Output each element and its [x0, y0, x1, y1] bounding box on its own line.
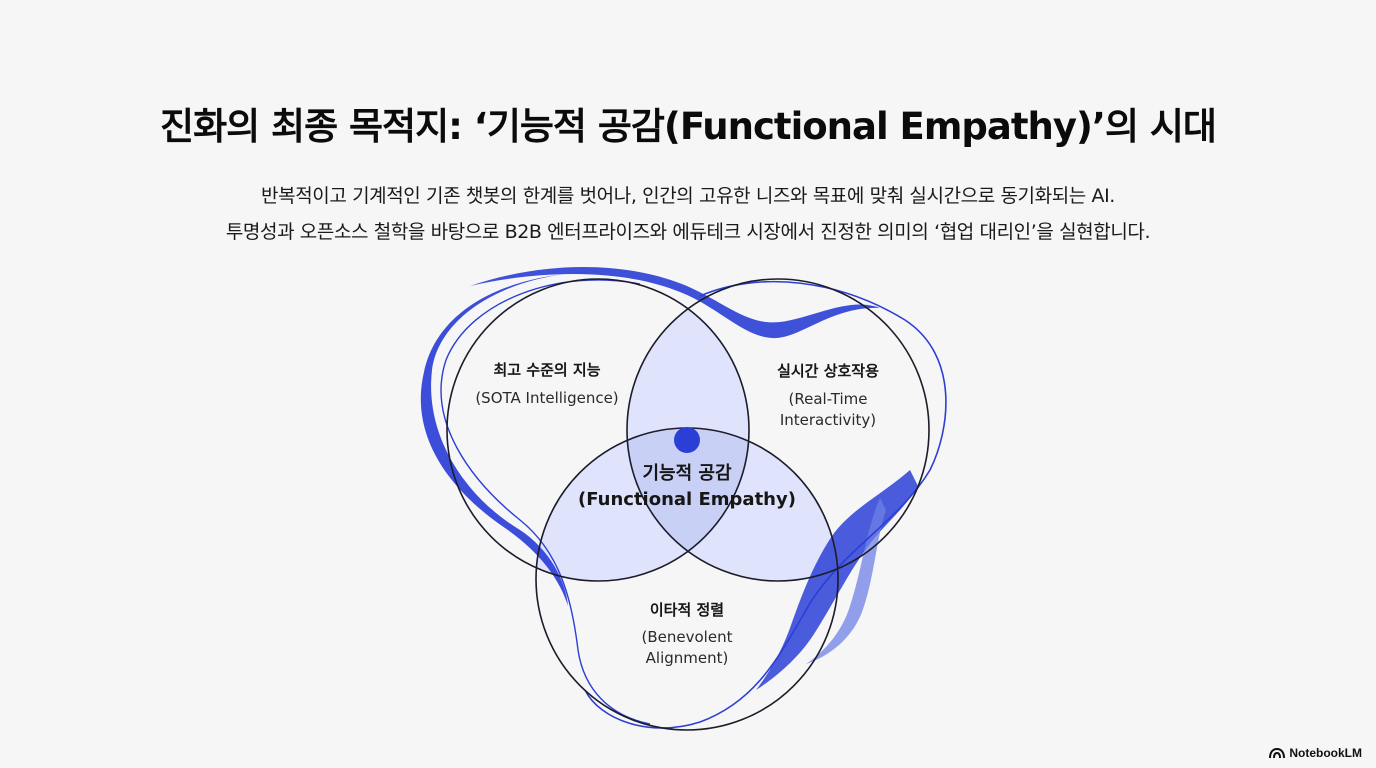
label-left-subtitle: (SOTA Intelligence) [475, 389, 618, 407]
ribbon-outline-left [440, 279, 651, 725]
label-right-title: 실시간 상호작용 [777, 362, 879, 380]
label-left-title: 최고 수준의 지능 [493, 361, 600, 379]
label-center-subtitle: (Functional Empathy) [578, 489, 796, 510]
label-right-subtitle-1: (Real-Time [789, 390, 868, 408]
label-center-title: 기능적 공감 [642, 463, 732, 484]
label-bottom-subtitle-2: Alignment) [646, 649, 729, 667]
circle-sota-intelligence [446, 278, 750, 582]
circle-real-time-interactivity [626, 278, 930, 582]
ribbon-outline-right [584, 280, 947, 729]
brand-label: NotebookLM [1289, 746, 1362, 760]
notebooklm-icon [1269, 747, 1286, 759]
subtitle-line-2: 투명성과 오픈소스 철학을 바탕으로 B2B 엔터프라이즈와 에듀테크 시장에서… [225, 221, 1151, 243]
label-bottom-subtitle-1: (Benevolent [642, 628, 733, 646]
subtitle-line-1: 반복적이고 기계적인 기존 챗봇의 한계를 벗어나, 인간의 고유한 니즈와 목… [261, 185, 1115, 207]
label-right-subtitle-2: Interactivity) [780, 411, 876, 429]
label-bottom-title: 이타적 정렬 [650, 601, 724, 619]
page-title: 진화의 최종 목적지: ‘기능적 공감(Functional Empathy)’… [160, 105, 1217, 148]
center-dot [674, 427, 700, 453]
ribbon-right-light [806, 498, 886, 664]
notebooklm-brand: NotebookLM [1269, 746, 1362, 760]
